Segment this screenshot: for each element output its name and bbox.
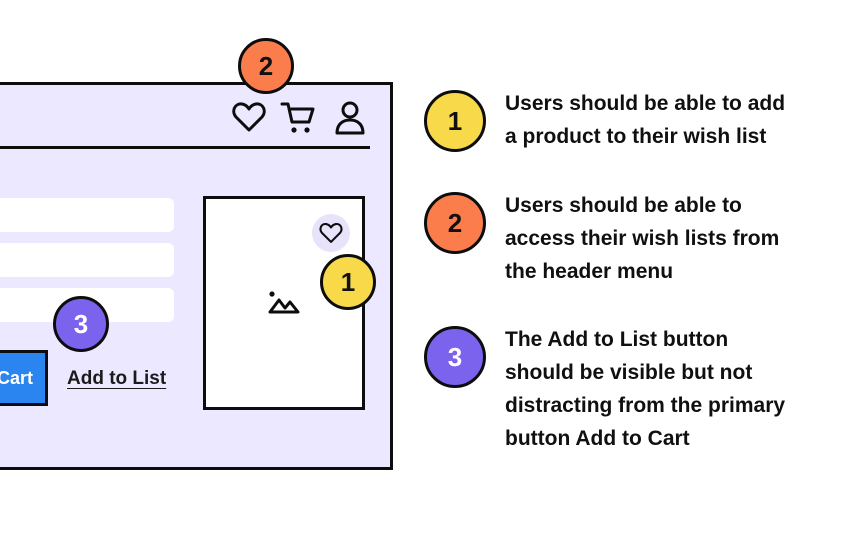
note-badge-2: 2 bbox=[424, 192, 486, 254]
note-2-line-3: the header menu bbox=[505, 260, 674, 283]
note-3-line-2: should be visible but not bbox=[505, 361, 753, 384]
user-icon[interactable] bbox=[333, 100, 367, 141]
note-2-line-1: Users should be able to bbox=[505, 194, 742, 217]
cart-icon[interactable] bbox=[280, 100, 316, 141]
heart-icon[interactable] bbox=[232, 101, 266, 138]
note-3-line-4: button Add to Cart bbox=[505, 427, 690, 450]
note-1-line-1: Users should be able to add bbox=[505, 92, 786, 115]
note-3-line-1: The Add to List button bbox=[505, 328, 729, 351]
note-badge-3: 3 bbox=[424, 326, 486, 388]
heart-icon bbox=[319, 223, 343, 243]
note-3-line-3: distracting from the primary bbox=[505, 394, 786, 417]
note-badge-1: 1 bbox=[424, 90, 486, 152]
add-to-cart-label: Cart bbox=[0, 367, 33, 388]
note-1-line-2: a product to their wish list bbox=[505, 125, 767, 148]
form-field-1[interactable] bbox=[0, 198, 174, 232]
callout-badge-3: 3 bbox=[53, 296, 109, 352]
image-placeholder-icon bbox=[266, 288, 302, 323]
note-1: Users should be able to add a product to… bbox=[505, 87, 855, 153]
wishlist-toggle-button[interactable] bbox=[312, 214, 350, 252]
callout-badge-2: 2 bbox=[238, 38, 294, 94]
note-2-line-2: access their wish lists from bbox=[505, 227, 780, 250]
add-to-list-link[interactable]: Add to List bbox=[67, 368, 167, 389]
callout-badge-1: 1 bbox=[320, 254, 376, 310]
header-divider bbox=[0, 146, 370, 149]
note-2: Users should be able to access their wis… bbox=[505, 189, 855, 288]
form-field-2[interactable] bbox=[0, 243, 174, 277]
note-3: The Add to List button should be visible… bbox=[505, 323, 855, 455]
add-to-cart-button[interactable]: Cart bbox=[0, 350, 48, 406]
